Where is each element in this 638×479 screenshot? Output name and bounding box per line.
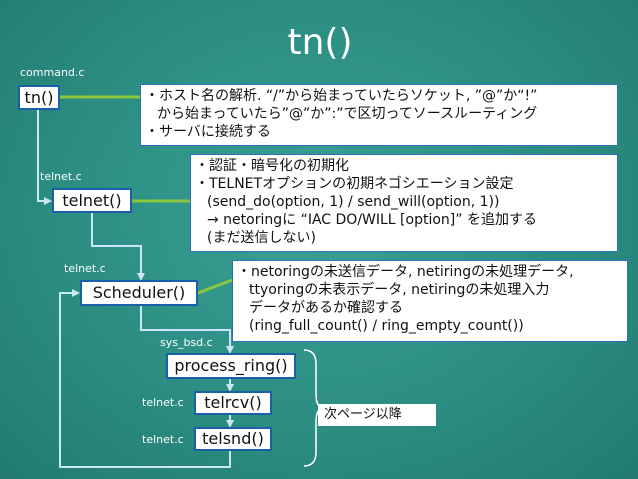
note-tn-line-1: ・ホスト名の解析. “/”から始まっていたらソケット, ”@”か“!”: [145, 88, 538, 104]
flow-loop-back: [59, 289, 231, 468]
flow-telnet-to-scheduler: [91, 213, 145, 281]
function-box-tn: tn(): [18, 85, 60, 110]
file-label-telnet: telnet.c: [40, 170, 82, 183]
note-scheduler-line-2: ttyoringの未表示データ, netiringの未処理入力: [249, 282, 550, 298]
file-label-process-ring: sys_bsd.c: [160, 336, 213, 349]
flow-scheduler-to-process: [140, 306, 234, 354]
file-label-scheduler: telnet.c: [64, 262, 106, 275]
function-box-telrcv: telrcv(): [194, 391, 272, 415]
note-scheduler: ・netoringの未送信データ, netiringの未処理データ, ttyor…: [232, 260, 628, 342]
note-telnet-line-3: (send_do(option, 1) / send_will(option, …: [207, 194, 500, 210]
slide-title: tn(): [287, 22, 353, 63]
file-label-tn: command.c: [20, 66, 85, 79]
note-scheduler-line-3: データがあるか確認する: [249, 300, 403, 316]
note-tn-line-3: ・サーバに接続する: [145, 124, 271, 140]
note-tn-line-2: から始まっていたら”@”か”:”で区切ってソースルーティング: [157, 106, 538, 122]
file-label-telsnd: telnet.c: [142, 433, 184, 446]
function-box-scheduler: Scheduler(): [80, 280, 198, 306]
note-tn: ・ホスト名の解析. “/”から始まっていたらソケット, ”@”か“!” から始ま…: [140, 84, 618, 146]
next-page-note: 次ページ以降: [318, 404, 436, 426]
function-box-process-ring: process_ring(): [166, 353, 296, 379]
note-telnet-line-2: ・TELNETオプションの初期ネゴシエーション設定: [195, 176, 514, 192]
flow-tn-to-telnet: [37, 110, 52, 205]
file-label-telrcv: telnet.c: [142, 396, 184, 409]
function-box-telnet: telnet(): [52, 188, 132, 213]
note-telnet: ・認証・暗号化の初期化 ・TELNETオプションの初期ネゴシエーション設定 (s…: [190, 154, 618, 252]
note-telnet-line-4: → netoringに “IAC DO/WILL [option]” を追加する: [207, 212, 537, 228]
note-scheduler-line-1: ・netoringの未送信データ, netiringの未処理データ,: [237, 264, 574, 280]
function-box-telsnd: telsnd(): [194, 427, 272, 451]
note-scheduler-line-4: (ring_full_count() / ring_empty_count()): [249, 318, 524, 334]
note-telnet-line-1: ・認証・暗号化の初期化: [195, 158, 349, 174]
connector-scheduler-note: [197, 278, 233, 295]
note-telnet-line-5: (まだ送信しない): [207, 230, 316, 246]
